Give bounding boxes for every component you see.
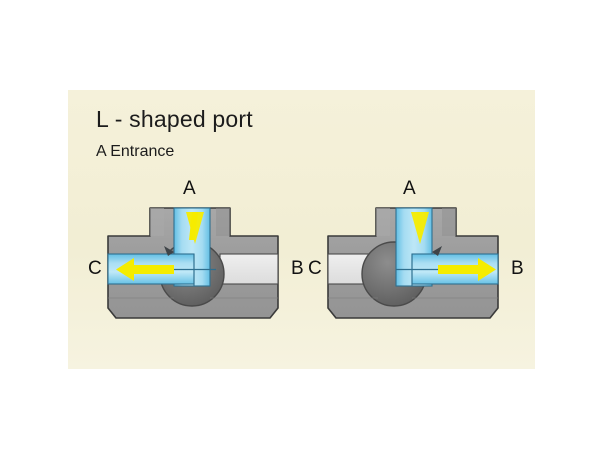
valve-diagram-a-to-b: A C B: [308, 178, 528, 348]
inlet-arrow-down-left: [186, 212, 204, 244]
port-label-b-left-valve: B: [291, 258, 304, 279]
page-title: L - shaped port: [96, 106, 253, 132]
blocked-port-b-left-valve: [219, 253, 279, 285]
port-label-b-right-valve: B: [511, 258, 524, 279]
valve-body-svg-left: [107, 207, 279, 319]
outlet-arrow-left-left-valve: [116, 258, 174, 281]
outlet-arrow-right-right-valve: [438, 258, 496, 281]
figure-panel: L - shaped port A Entrance A C B: [68, 90, 535, 369]
port-label-c-right-valve: C: [308, 258, 322, 279]
figure-subtitle: A Entrance: [96, 143, 175, 160]
port-label-c-left-valve: C: [88, 258, 102, 279]
port-label-a-right-valve: A: [403, 178, 416, 199]
port-label-a-left-valve: A: [183, 178, 196, 199]
valve-stem-nub-right: [432, 246, 442, 256]
valve-diagram-a-to-c: A C B: [88, 178, 308, 348]
valve-body-svg-right: [327, 207, 499, 319]
inlet-arrow-down-right: [411, 212, 429, 244]
panel-background: [68, 90, 535, 369]
valve-stem-nub-left: [164, 246, 174, 256]
